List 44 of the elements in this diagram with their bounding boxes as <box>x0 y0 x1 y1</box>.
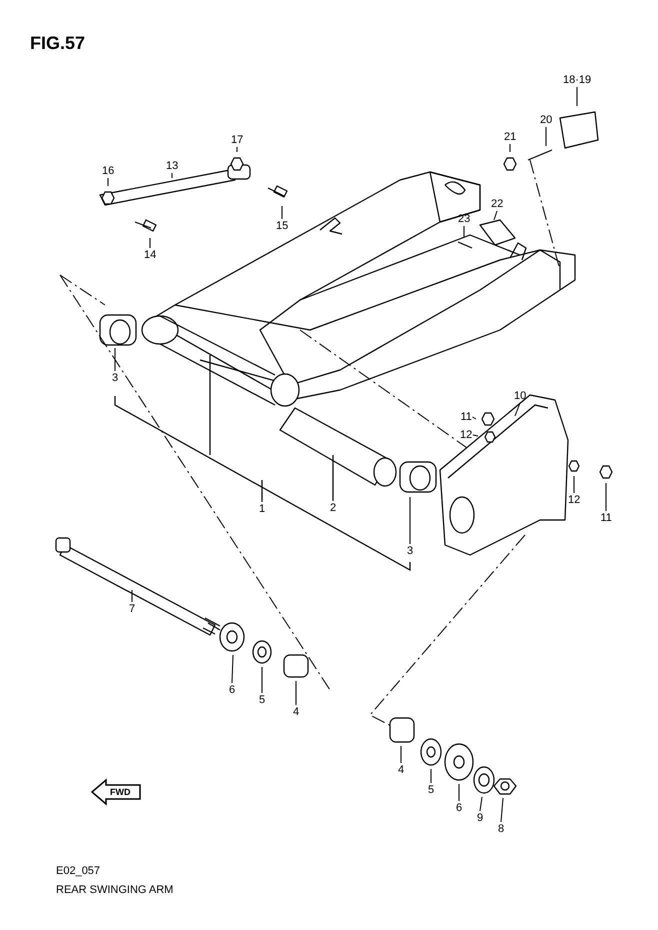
leader-line <box>400 746 402 764</box>
callout-number: 11 <box>600 512 612 524</box>
callout-number: 4 <box>398 764 404 776</box>
leader-line <box>494 210 498 220</box>
callout-number: 18·19 <box>563 74 592 86</box>
callout-number: 4 <box>293 706 300 718</box>
callout-number: 6 <box>456 802 462 814</box>
figure-title: FIG.57 <box>30 32 86 54</box>
leader-line <box>458 784 460 802</box>
callout-number: 15 <box>276 220 288 232</box>
callout-number: 12 <box>568 494 580 506</box>
callout-number: 3 <box>407 545 414 557</box>
leader-line <box>114 348 116 372</box>
callout-number: 5 <box>428 784 434 796</box>
leader-line <box>472 416 476 420</box>
diagram-caption: REAR SWINGING ARM <box>56 884 174 896</box>
leader-line <box>514 402 520 416</box>
callout-number: 6 <box>229 684 236 696</box>
callout-number: 20 <box>540 114 552 126</box>
callout-number: 7 <box>129 603 136 615</box>
callout-number: 2 <box>330 502 336 514</box>
callout-number: 13 <box>166 160 178 172</box>
callout-number: 21 <box>504 131 516 143</box>
leader-line <box>480 796 482 812</box>
callout-number: 22 <box>491 198 504 210</box>
callout-number: 9 <box>477 812 484 824</box>
callout-number: 12 <box>460 429 472 441</box>
diagram-code: E02_057 <box>56 865 100 877</box>
leader-line <box>576 86 578 106</box>
callout-number: 14 <box>144 249 156 261</box>
leader-line <box>236 146 238 152</box>
callout-number: 8 <box>498 823 504 835</box>
callout-number: 1 <box>259 503 266 515</box>
leader-line <box>472 434 478 436</box>
callout-number: 10 <box>514 390 526 402</box>
callout-number: 16 <box>102 165 114 177</box>
leader-line <box>232 654 234 684</box>
callout-number: 3 <box>112 372 118 384</box>
direction-label: FWD <box>110 787 130 797</box>
callout-number: 11 <box>460 411 472 423</box>
leader-line <box>500 798 504 822</box>
callout-number: 17 <box>231 134 244 146</box>
leader-line <box>430 768 432 784</box>
callout-number: 5 <box>259 694 266 706</box>
